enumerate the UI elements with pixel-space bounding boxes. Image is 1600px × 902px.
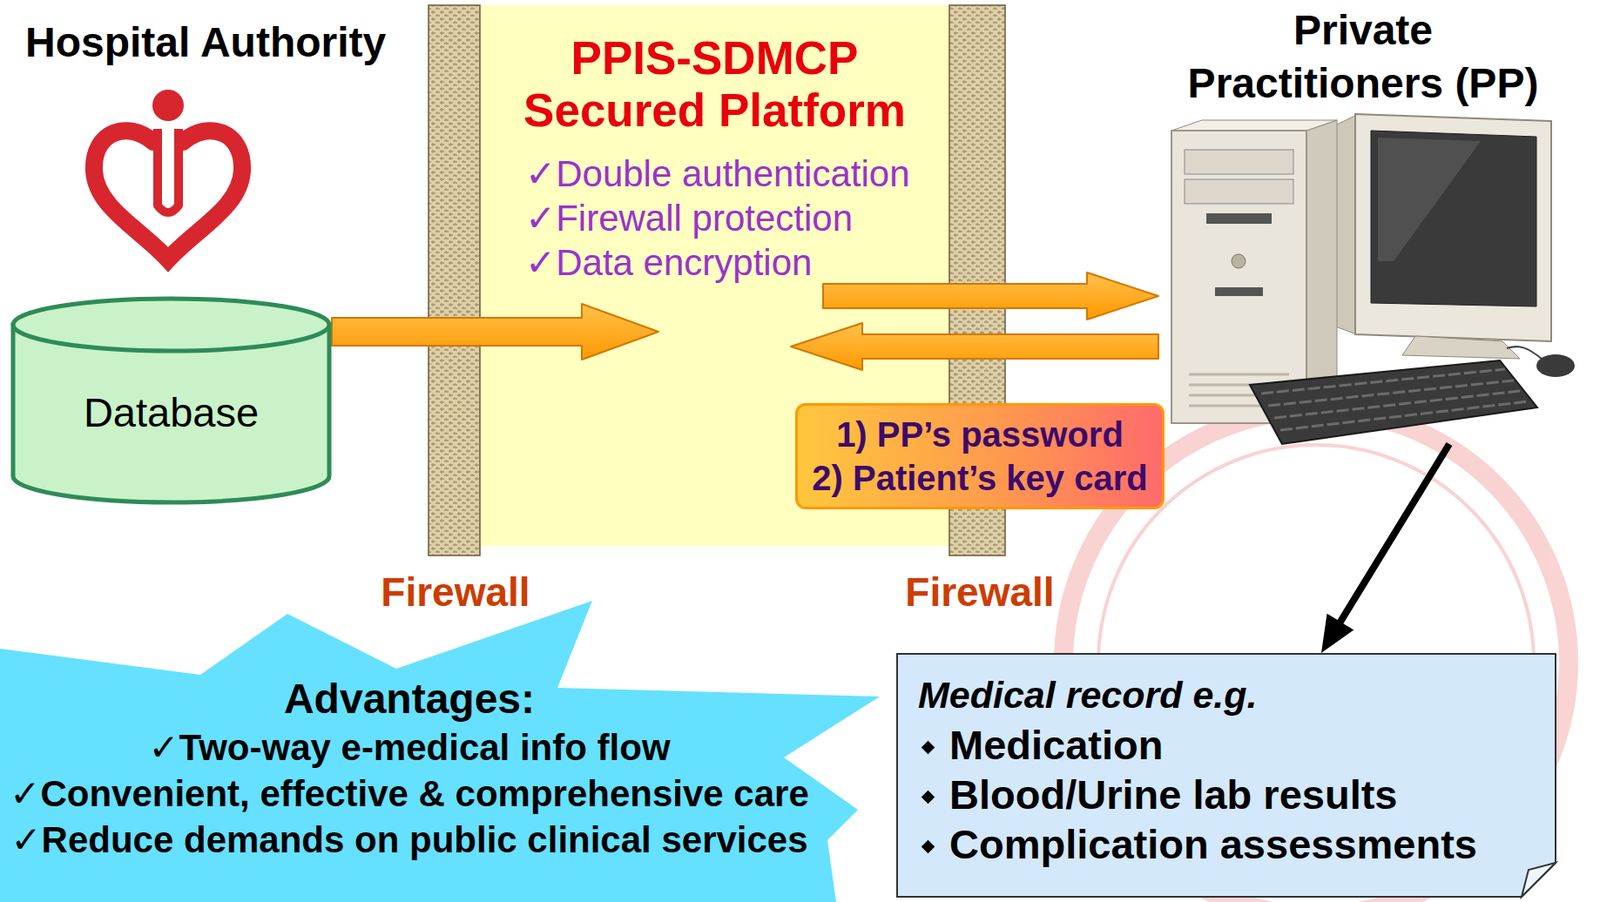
- pl-check: ✓Double authentication: [479, 151, 950, 196]
- pointer-arrow: [1321, 442, 1452, 654]
- text-stack: Database: [10, 388, 332, 438]
- pl-check: ✓Firewall protection: [479, 195, 950, 241]
- rec-item: Blood/Urine lab results: [918, 769, 1557, 820]
- adv-head: Advantages:: [0, 674, 819, 725]
- rec-item: Medication: [918, 720, 1557, 770]
- rec-item: Complication assessments: [918, 819, 1557, 870]
- data-flow-arrow: [823, 272, 1159, 320]
- text-stack: Medical record e.g.MedicationBlood/Urine…: [896, 653, 1557, 870]
- text-stack: Advantages:✓Two-way e-medical info flow✓…: [0, 674, 819, 864]
- adv-item: ✓Reduce demands on public clinical servi…: [0, 816, 819, 864]
- computer-illustration: [1171, 114, 1575, 445]
- key-text: 1) PP’s password: [811, 412, 1148, 457]
- record-note: Medical record e.g.MedicationBlood/Urine…: [896, 653, 1557, 898]
- cylinder-top: [13, 298, 330, 352]
- pl-title: PPIS-SDMCP Secured Platform: [479, 32, 950, 137]
- key-text: 2) Patient’s key card: [811, 456, 1148, 500]
- firewall-label: Firewall: [380, 568, 530, 616]
- db-text: Database: [10, 388, 332, 438]
- data-flow-arrow: [331, 303, 659, 360]
- firewall-label: Firewall: [904, 568, 1054, 616]
- pp-head: Private Practitioners (PP): [1180, 3, 1546, 110]
- pl-check: ✓Data encryption: [479, 240, 950, 285]
- text-stack: Private Practitioners (PP): [1158, 0, 1568, 110]
- data-flow-arrow: [790, 323, 1159, 371]
- firewall-wall: [428, 5, 480, 556]
- adv-item: ✓Two-way e-medical info flow: [0, 724, 819, 771]
- practitioner-computer: Private Practitioners (PP): [1158, 0, 1568, 445]
- rec-head: Medical record e.g.: [918, 670, 1557, 721]
- advantages-burst: Advantages:✓Two-way e-medical info flow✓…: [0, 600, 880, 902]
- text-stack: 1) PP’s password2) Patient’s key card: [811, 412, 1148, 500]
- starburst-shape: [0, 600, 880, 902]
- text-stack: PPIS-SDMCP Secured Platform ✓Double authe…: [479, 5, 950, 285]
- database-cylinder: Database: [10, 296, 332, 506]
- note-body: [897, 654, 1556, 898]
- key-box: 1) PP’s password2) Patient’s key card: [795, 403, 1164, 510]
- hospital-authority-logo: [94, 89, 243, 260]
- organisation-heading: Hospital Authority: [25, 18, 386, 68]
- adv-item: ✓Convenient, effective & comprehensive c…: [0, 770, 819, 817]
